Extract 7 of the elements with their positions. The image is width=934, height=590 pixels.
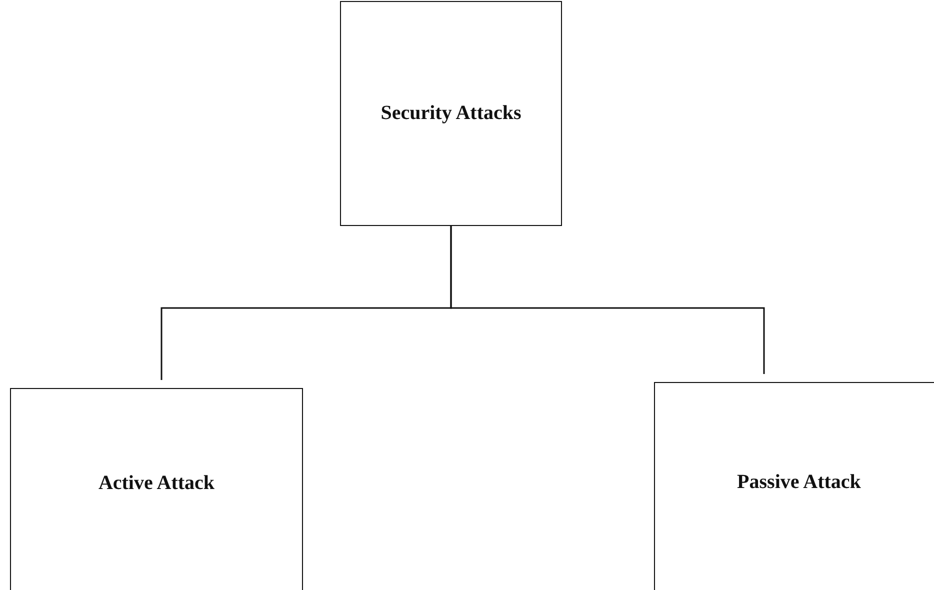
box-label: Passive Attack [737,470,861,494]
category-box [340,1,562,226]
box-label: Active Attack [98,472,215,494]
connector-line [450,226,765,374]
category-box [10,388,303,590]
category-box [654,382,934,590]
box-label: Security Attacks [380,102,522,125]
